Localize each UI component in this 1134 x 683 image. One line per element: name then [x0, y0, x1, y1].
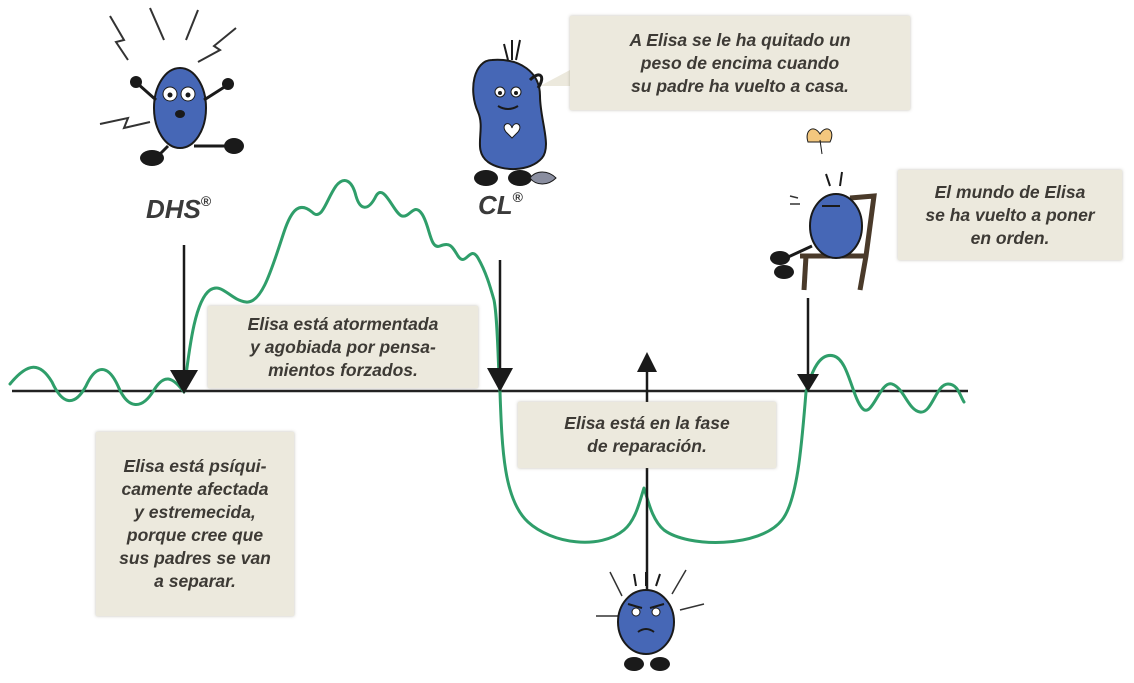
note-line: a separar.	[154, 571, 236, 591]
note-line: Elisa está en la fase	[564, 413, 730, 433]
repair-arrowhead	[637, 352, 657, 372]
recovery-arrowhead	[797, 374, 819, 392]
cl-label: CL®	[478, 189, 523, 221]
note-line: Elisa está atormentada	[247, 313, 439, 334]
note-line: peso de encima cuando	[640, 52, 840, 73]
note-line: de reparación.	[587, 436, 707, 456]
note-line: A Elisa se le ha quitado un	[629, 29, 851, 50]
note-line: y estremecida,	[134, 502, 256, 522]
shocked-character-icon	[99, 7, 244, 166]
note-line: porque cree que	[126, 525, 264, 545]
cl-label-text: CL	[478, 190, 513, 220]
note-line: se ha vuelto a poner	[925, 204, 1095, 225]
note-line: El mundo de Elisa	[934, 181, 1086, 202]
dhs-label: DHS®	[146, 193, 212, 225]
relieved-character-icon	[472, 39, 557, 186]
note-line: y agobiada por pensa-	[250, 336, 436, 357]
note-line: Elisa está psíqui-	[123, 456, 267, 476]
note-line: en orden.	[970, 227, 1050, 248]
note-shaken: Elisa está psíqui- camente afectada y es…	[96, 432, 294, 616]
note-relief: A Elisa se le ha quitado un peso de enci…	[570, 16, 910, 110]
dhs-arrowhead	[170, 370, 198, 394]
note-line: su padre ha vuelto a casa.	[631, 75, 849, 96]
resting-character-icon	[770, 128, 877, 291]
speech-bubble-tail	[540, 70, 570, 86]
cl-arrowhead	[487, 368, 513, 392]
note-line: sus padres se van	[119, 548, 271, 568]
note-world-order: El mundo de Elisa se ha vuelto a poner e…	[898, 170, 1122, 260]
note-line: mientos forzados.	[268, 359, 418, 380]
note-line: camente afectada	[121, 479, 269, 499]
dhs-reg-symbol: ®	[200, 193, 212, 210]
dhs-label-text: DHS	[146, 194, 201, 224]
note-tormented: Elisa está atormentada y agobiada por pe…	[208, 306, 478, 388]
note-repair-phase: Elisa está en la fase de reparación.	[518, 402, 776, 468]
stress-curve	[8, 179, 966, 544]
distressed-character-icon	[596, 569, 705, 671]
cl-reg-symbol: ®	[512, 189, 523, 206]
